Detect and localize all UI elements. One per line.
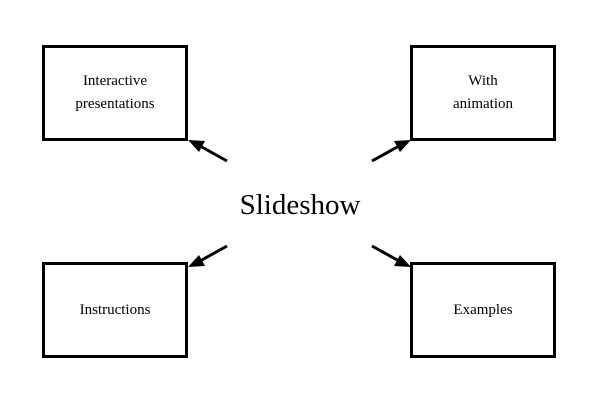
node-label-interactive-presentations: Interactive presentations	[75, 73, 155, 112]
arrowhead-br	[394, 255, 411, 267]
node-examples: Examples	[410, 262, 556, 358]
node-instructions: Instructions	[42, 262, 188, 358]
node-interactive-presentations: Interactive presentations	[42, 45, 188, 141]
arrowhead-bl	[188, 255, 205, 267]
arrow-to-with-animation	[371, 144, 400, 163]
node-label-examples: Examples	[453, 301, 513, 318]
node-label-instructions: Instructions	[79, 301, 151, 318]
node-with-animation: With animation	[410, 45, 556, 141]
arrow-to-examples	[371, 244, 400, 263]
arrow-to-instructions	[199, 244, 228, 263]
arrowhead-tr	[394, 140, 411, 152]
arrow-to-interactive-presentations	[199, 144, 228, 163]
arrowhead-tl	[188, 140, 205, 152]
node-label-with-animation: With animation	[453, 73, 513, 112]
center-topic-label: Slideshow	[239, 189, 361, 221]
